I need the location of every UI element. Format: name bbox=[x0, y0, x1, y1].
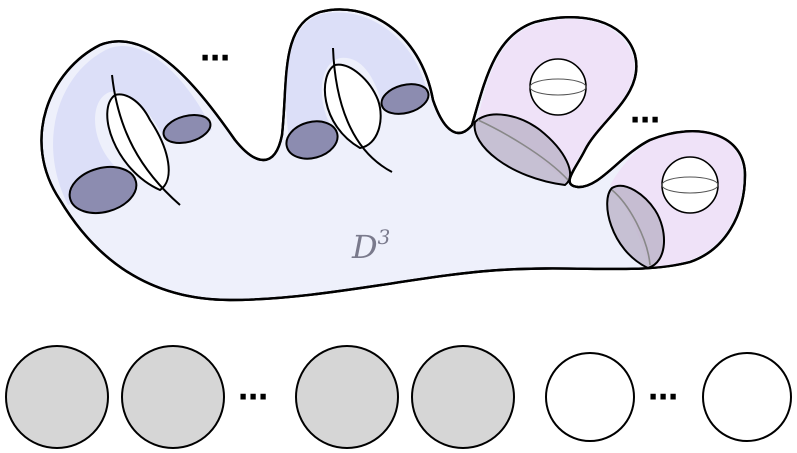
handle-right-curve bbox=[332, 47, 393, 173]
handles-ellipsis: ⋯ bbox=[200, 41, 230, 76]
handle-right-cap-outer bbox=[285, 120, 339, 160]
handle-right-cap-inner bbox=[380, 83, 430, 115]
pocket-2-ball bbox=[661, 156, 719, 214]
white-disk-1 bbox=[545, 352, 635, 442]
handle-left bbox=[53, 46, 213, 205]
grey-disk-4 bbox=[411, 345, 515, 449]
grey-disk-1 bbox=[5, 345, 109, 449]
pocket-1-ball bbox=[529, 58, 587, 116]
handle-left-curve bbox=[111, 74, 181, 206]
grey-disk-3 bbox=[295, 345, 399, 449]
pocket-2-cap bbox=[606, 184, 666, 270]
handle-left-cap-outer bbox=[68, 165, 138, 215]
handle-left-hole bbox=[106, 93, 170, 192]
white-disks-ellipsis: ⋯ bbox=[648, 380, 678, 415]
handle-right bbox=[285, 12, 428, 149]
grey-disks-ellipsis: ⋯ bbox=[238, 380, 268, 415]
pockets-ellipsis: ⋯ bbox=[630, 103, 660, 138]
body-label-base: D bbox=[351, 228, 378, 266]
body-label: D3 bbox=[351, 225, 390, 266]
handle-right-hole bbox=[323, 63, 382, 150]
body-label-exponent: 3 bbox=[378, 225, 391, 249]
body-outline-top bbox=[40, 8, 747, 302]
white-disk-2 bbox=[702, 352, 792, 442]
grey-disk-2 bbox=[121, 345, 225, 449]
pocket-1-cap bbox=[473, 113, 571, 187]
handle-left-cap-inner bbox=[162, 113, 212, 145]
